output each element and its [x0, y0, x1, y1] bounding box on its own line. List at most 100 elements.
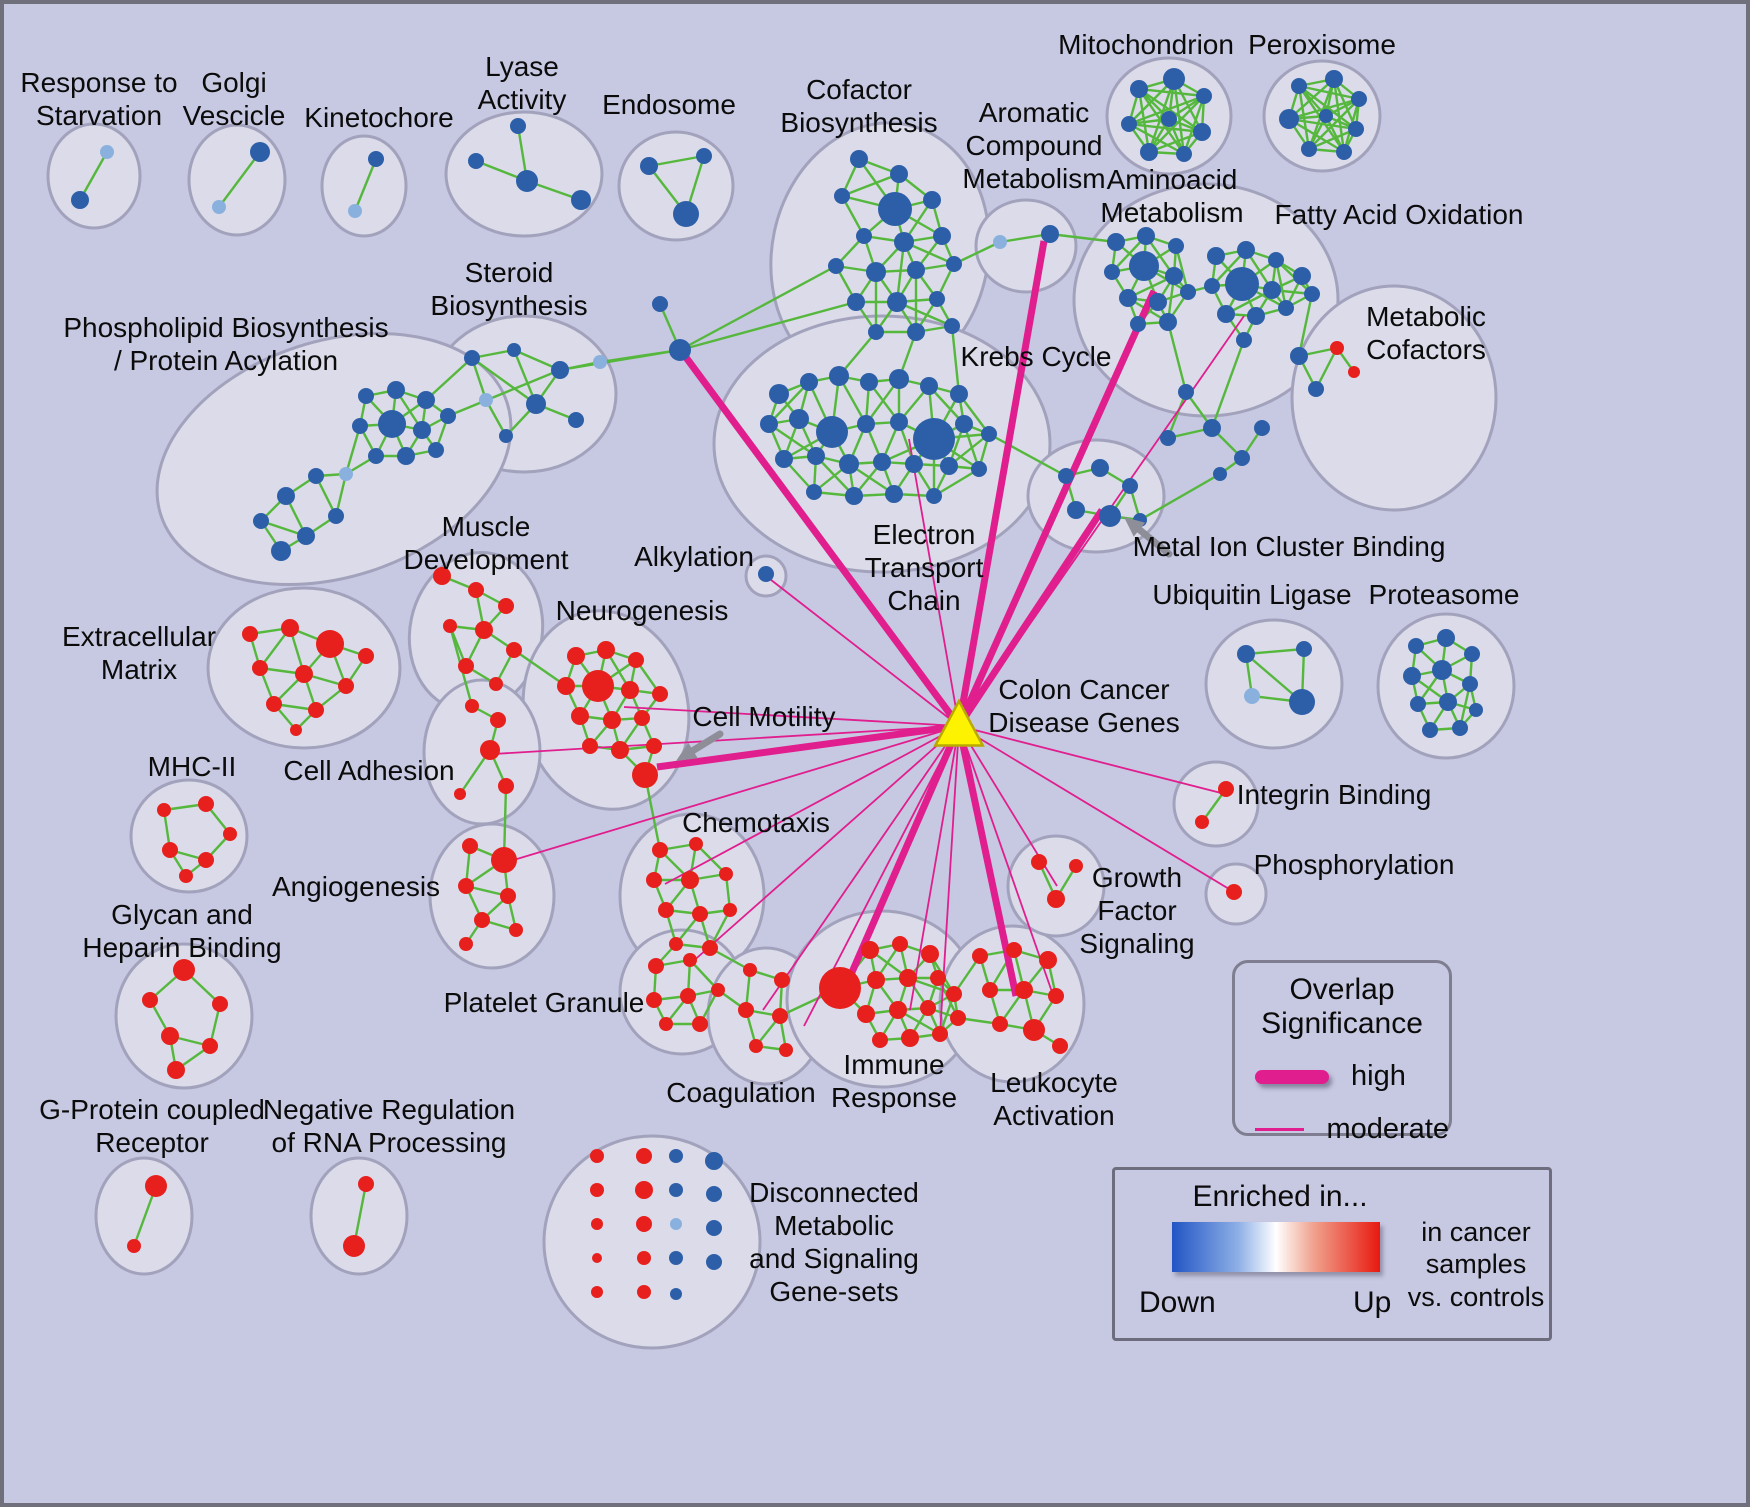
- gene-set-node-glycan-heparin-binding[interactable]: [161, 1027, 179, 1045]
- gene-set-node-metal-ion-cluster-binding[interactable]: [1099, 505, 1121, 527]
- gene-set-node-mitochondrion[interactable]: [1193, 123, 1211, 141]
- gene-set-node-immune-response[interactable]: [932, 1026, 948, 1042]
- gene-set-node-peroxisome[interactable]: [1291, 78, 1307, 94]
- gene-set-node-mhc-ii[interactable]: [223, 827, 237, 841]
- gene-set-node-chemotaxis[interactable]: [692, 906, 708, 922]
- gene-set-node-phospholipid-biosynthesis[interactable]: [253, 513, 269, 529]
- gene-set-node-negative-regulation-rna[interactable]: [358, 1176, 374, 1192]
- gene-set-node-extracellular-matrix[interactable]: [316, 630, 344, 658]
- gene-set-node-leukocyte-activation[interactable]: [982, 982, 998, 998]
- gene-set-node-fatty-acid-oxidation[interactable]: [1236, 332, 1252, 348]
- gene-set-node-aromatic-compound-metabolism[interactable]: [993, 235, 1007, 249]
- gene-set-node-ubiquitin-ligase[interactable]: [1237, 645, 1255, 663]
- gene-set-node-electron-transport-chain[interactable]: [775, 450, 793, 468]
- gene-set-node-leukocyte-activation[interactable]: [1006, 942, 1022, 958]
- gene-set-node-coagulation[interactable]: [774, 972, 790, 988]
- gene-set-node-mitochondrion[interactable]: [1140, 143, 1158, 161]
- gene-set-node-response-to-starvation[interactable]: [100, 145, 114, 159]
- gene-set-node-phospholipid-biosynthesis[interactable]: [277, 487, 295, 505]
- gene-set-node-phospholipid-biosynthesis[interactable]: [297, 527, 315, 545]
- gene-set-node-electron-transport-chain[interactable]: [857, 415, 875, 433]
- gene-set-node-fatty-acid-oxidation[interactable]: [1268, 252, 1284, 268]
- gene-set-node-proteasome[interactable]: [1437, 629, 1455, 647]
- gene-set-node-mitochondrion[interactable]: [1176, 146, 1192, 162]
- gene-set-node-lyase-activity[interactable]: [468, 153, 484, 169]
- gene-set-node-proteasome[interactable]: [1452, 720, 1468, 736]
- gene-set-node-neurogenesis[interactable]: [628, 652, 644, 668]
- gene-set-node-immune-response[interactable]: [930, 970, 946, 986]
- gene-set-node-electron-transport-chain[interactable]: [845, 487, 863, 505]
- gene-set-node-cofactor-biosynthesis[interactable]: [944, 318, 960, 334]
- gene-set-node-electron-transport-chain[interactable]: [829, 366, 849, 386]
- gene-set-node-leukocyte-activation[interactable]: [1048, 988, 1064, 1004]
- gene-set-node-disconnected-gene-sets[interactable]: [637, 1251, 651, 1265]
- gene-set-node-disconnected-gene-sets[interactable]: [669, 1251, 683, 1265]
- gene-set-node-proteasome[interactable]: [1403, 667, 1421, 685]
- gene-set-node-steroid-biosynthesis[interactable]: [507, 343, 521, 357]
- gene-set-node-chemotaxis[interactable]: [646, 872, 662, 888]
- gene-set-node-aminoacid-metabolism[interactable]: [1137, 227, 1155, 245]
- gene-set-node-electron-transport-chain[interactable]: [940, 457, 958, 475]
- gene-set-node-cofactor-biosynthesis[interactable]: [866, 262, 886, 282]
- gene-set-node-disconnected-gene-sets[interactable]: [706, 1220, 722, 1236]
- gene-set-node-aminoacid-metabolism[interactable]: [1159, 313, 1177, 331]
- gene-set-node-chemotaxis[interactable]: [689, 837, 703, 851]
- gene-set-node-steroid-biosynthesis[interactable]: [479, 393, 493, 407]
- gene-set-node-mhc-ii[interactable]: [157, 803, 171, 817]
- gene-set-node-disconnected-gene-sets[interactable]: [636, 1148, 652, 1164]
- gene-set-node-glycan-heparin-binding[interactable]: [173, 959, 195, 981]
- gene-set-node-fatty-acid-oxidation[interactable]: [1207, 247, 1225, 265]
- gene-set-node-lyase-activity[interactable]: [510, 118, 526, 134]
- gene-set-node-glycan-heparin-binding[interactable]: [212, 996, 228, 1012]
- gene-set-node-muscle-development[interactable]: [506, 642, 522, 658]
- gene-set-node-platelet-granule[interactable]: [692, 1016, 708, 1032]
- gene-set-node-extracellular-matrix[interactable]: [295, 665, 313, 683]
- gene-set-node-angiogenesis[interactable]: [509, 923, 523, 937]
- gene-set-node-fatty-acid-oxidation[interactable]: [1304, 286, 1320, 302]
- gene-set-node-integrin-binding[interactable]: [1218, 781, 1234, 797]
- gene-set-node-angiogenesis[interactable]: [474, 912, 490, 928]
- gene-set-node-disconnected-gene-sets[interactable]: [706, 1186, 722, 1202]
- gene-set-node-immune-response[interactable]: [946, 986, 962, 1002]
- gene-set-node-proteasome[interactable]: [1469, 703, 1483, 717]
- gene-set-node-cofactor-biosynthesis[interactable]: [907, 323, 925, 341]
- gene-set-node-electron-transport-chain[interactable]: [905, 455, 923, 473]
- gene-set-node-chemotaxis[interactable]: [652, 842, 668, 858]
- gene-set-node-disconnected-gene-sets[interactable]: [669, 1183, 683, 1197]
- gene-set-node-phospholipid-biosynthesis[interactable]: [328, 508, 344, 524]
- gene-set-node-coagulation[interactable]: [779, 1043, 793, 1057]
- gene-set-node-fatty-acid-oxidation[interactable]: [1263, 281, 1281, 299]
- gene-set-node-glycan-heparin-binding[interactable]: [142, 992, 158, 1008]
- gene-set-node-coagulation[interactable]: [772, 1008, 788, 1024]
- gene-set-node-leukocyte-activation[interactable]: [1052, 1038, 1068, 1054]
- gene-set-node-neurogenesis[interactable]: [632, 762, 658, 788]
- gene-set-node-mhc-ii[interactable]: [179, 869, 193, 883]
- gene-set-node-mitochondrion[interactable]: [1121, 116, 1137, 132]
- gene-set-node-aminoacid-metabolism[interactable]: [1180, 284, 1196, 300]
- gene-set-node-cell-adhesion[interactable]: [480, 740, 500, 760]
- colon-cancer-hub-node[interactable]: [933, 698, 985, 747]
- gene-set-node-metal-ion-cluster-binding[interactable]: [1067, 501, 1085, 519]
- gene-set-node-extracellular-matrix[interactable]: [358, 648, 374, 664]
- gene-set-node-proteasome[interactable]: [1422, 722, 1438, 738]
- gene-set-node-alkylation[interactable]: [758, 566, 774, 582]
- gene-set-node-muscle-development[interactable]: [468, 582, 484, 598]
- gene-set-node-metal-scatter[interactable]: [1213, 467, 1227, 481]
- gene-set-node-electron-transport-chain[interactable]: [807, 447, 825, 465]
- gene-set-node-negative-regulation-rna[interactable]: [343, 1235, 365, 1257]
- gene-set-node-coagulation[interactable]: [743, 963, 757, 977]
- gene-set-node-proteasome[interactable]: [1462, 676, 1478, 692]
- gene-set-node-golgi-vescicle[interactable]: [250, 142, 270, 162]
- gene-set-node-aminoacid-metabolism[interactable]: [1130, 316, 1146, 332]
- gene-set-node-angiogenesis[interactable]: [491, 847, 517, 873]
- gene-set-node-mhc-ii[interactable]: [162, 842, 178, 858]
- gene-set-node-phospholipid-biosynthesis[interactable]: [428, 442, 444, 458]
- gene-set-node-immune-response[interactable]: [920, 1000, 936, 1016]
- gene-set-node-chemotaxis[interactable]: [723, 903, 737, 917]
- gene-set-node-disconnected-gene-sets[interactable]: [669, 1149, 683, 1163]
- gene-set-node-chemotaxis[interactable]: [719, 867, 733, 881]
- gene-set-node-metal-scatter[interactable]: [1178, 384, 1194, 400]
- gene-set-node-cofactor-biosynthesis[interactable]: [868, 324, 884, 340]
- gene-set-node-angiogenesis[interactable]: [458, 878, 474, 894]
- gene-set-node-steroid-biosynthesis[interactable]: [551, 361, 569, 379]
